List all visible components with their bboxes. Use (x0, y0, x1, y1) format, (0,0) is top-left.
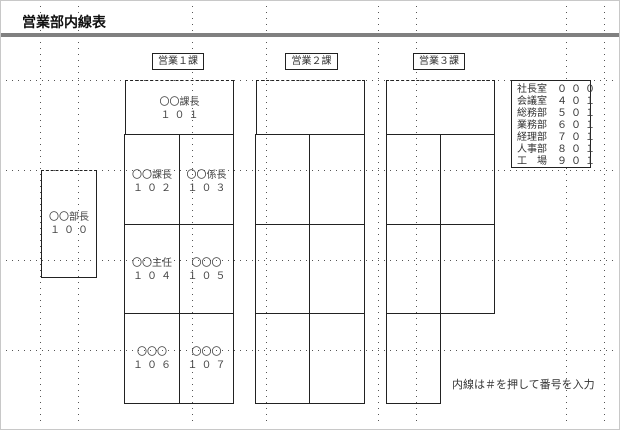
manager-name: 〇〇部長 (49, 212, 89, 223)
section3-cell (386, 134, 441, 225)
section2-cell (255, 134, 310, 225)
section2-cell (309, 134, 365, 225)
cell-ext: １０３ (187, 183, 230, 194)
title-divider (1, 33, 619, 37)
section1-chief-name: 〇〇課長 (159, 97, 200, 108)
cell-name: 〇〇主任 (132, 258, 172, 269)
page-title: 営業部内線表 (22, 15, 106, 31)
cell-name: 〇〇〇 (191, 258, 222, 269)
cell-ext: １０５ (187, 271, 230, 282)
instruction-note: 内線は＃を押して番号を入力 (452, 378, 595, 391)
section1-chief-box: 〇〇課長 １０１ (125, 80, 234, 135)
section3-cell (386, 224, 441, 314)
section1-chief-ext: １０１ (160, 110, 203, 121)
cell-ext: １０６ (133, 360, 175, 371)
cell-ext: １０２ (133, 183, 175, 194)
section2-cell (255, 313, 310, 404)
section-label-3: 営業３課 (413, 53, 465, 70)
section-label-2: 営業２課 (285, 53, 338, 70)
section2-cell (309, 224, 365, 314)
section2-chief-box (256, 80, 365, 135)
manager-ext: １００ (50, 225, 92, 236)
section1-cell-105: 〇〇〇 １０５ (179, 224, 234, 314)
cell-name: 〇〇課長 (132, 170, 172, 181)
section2-cell (309, 313, 365, 404)
section1-cell-107: 〇〇〇 １０７ (179, 313, 234, 404)
section3-cell (440, 224, 495, 314)
section3-cell (440, 134, 495, 225)
section3-cell (386, 313, 441, 404)
manager-box: 〇〇部長 １００ (41, 170, 97, 278)
cell-name: 〇〇〇 (191, 347, 222, 358)
section1-cell-106: 〇〇〇 １０６ (124, 313, 180, 404)
cell-name: 〇〇〇 (137, 347, 167, 358)
section-label-1: 営業１課 (152, 53, 204, 70)
cell-name: 〇〇係長 (186, 170, 227, 181)
section3-chief-box (386, 80, 495, 135)
section1-cell-103: 〇〇係長 １０３ (179, 134, 234, 225)
section1-cell-102: 〇〇課長 １０２ (124, 134, 180, 225)
cell-ext: １０７ (187, 360, 230, 371)
section2-cell (255, 224, 310, 314)
cell-ext: １０４ (133, 271, 175, 282)
section1-cell-104: 〇〇主任 １０４ (124, 224, 180, 314)
